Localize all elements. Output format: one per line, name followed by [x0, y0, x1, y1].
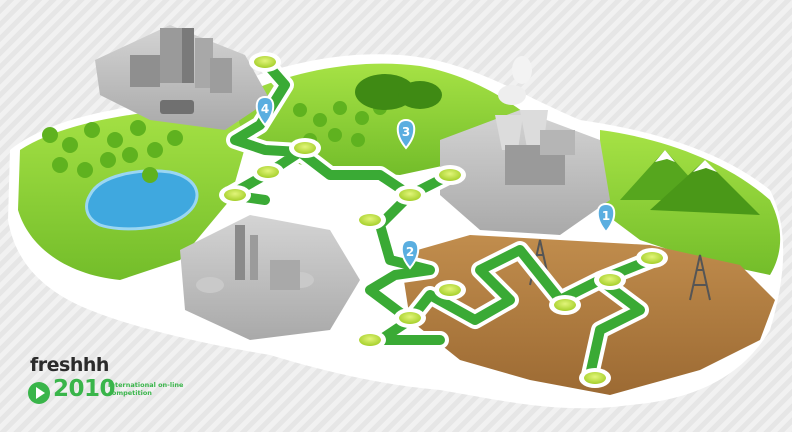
- level-node[interactable]: [354, 330, 386, 350]
- map-pin-3[interactable]: 3: [396, 118, 416, 150]
- level-node[interactable]: [434, 280, 466, 300]
- road-network: [221, 53, 659, 384]
- map-pin-1[interactable]: 1: [596, 202, 616, 234]
- map-pin-label: 3: [402, 125, 410, 139]
- forest-west: [42, 74, 442, 183]
- level-node[interactable]: [252, 162, 284, 182]
- level-node[interactable]: [354, 210, 386, 230]
- level-node[interactable]: [394, 185, 426, 205]
- city-buildings: [130, 28, 232, 114]
- refinery: [196, 225, 314, 293]
- map-pin-label: 2: [406, 245, 414, 259]
- truck-icon: [160, 100, 194, 114]
- level-node[interactable]: [549, 295, 581, 315]
- level-node[interactable]: [636, 248, 668, 268]
- logo-brand: freshhh: [30, 354, 109, 376]
- logo-year: 2010: [53, 376, 116, 402]
- level-node[interactable]: [249, 52, 281, 72]
- level-node[interactable]: [579, 368, 611, 388]
- level-node[interactable]: [219, 185, 251, 205]
- lake: [85, 169, 199, 231]
- level-node[interactable]: [394, 308, 426, 328]
- play-icon: [28, 382, 50, 404]
- level-node[interactable]: [434, 165, 466, 185]
- level-node[interactable]: [289, 138, 321, 158]
- mountains-east: [620, 150, 760, 215]
- map-pin-2[interactable]: 2: [400, 238, 420, 270]
- map-pin-label: 1: [602, 209, 610, 223]
- logo-tagline: International on-line competition: [108, 381, 184, 397]
- level-node[interactable]: [594, 270, 626, 290]
- freshhh-logo: freshhh 2010 International on-line compe…: [26, 354, 183, 414]
- power-plant: [495, 56, 575, 185]
- map-pin-4[interactable]: 4: [255, 95, 275, 127]
- level-nodes[interactable]: [219, 52, 668, 388]
- map-pin-label: 4: [261, 102, 269, 116]
